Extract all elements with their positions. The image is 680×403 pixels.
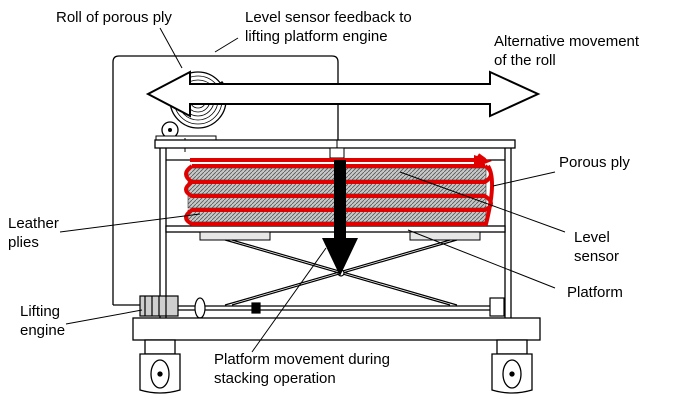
left-wheel [139,339,181,394]
label-level-sensor: Level sensor [574,229,620,265]
housing-outline [112,55,339,305]
label-lifting-engine: Lifting engine [20,303,66,339]
label-level-sensor-feedback: Level sensor feedback to lifting platfor… [245,9,412,45]
label-platform-movement: Platform movement during stacking operat… [214,351,390,387]
scissor-lift [224,239,458,306]
right-wheel [491,339,533,394]
label-porous-ply: Porous ply [559,154,630,171]
porous-ply-arrowhead [474,155,492,168]
alternative-movement-arrow [145,70,541,118]
machine-base [132,317,541,341]
label-roll-of-porous-ply: Roll of porous ply [56,9,172,26]
platform-movement-arrow [322,160,358,276]
drive-train [139,295,505,319]
label-leather-plies: Leather plies [8,215,59,251]
label-alternative-movement: Alternative movement of the roll [494,33,640,69]
label-platform: Platform [567,284,623,301]
leader-lines [59,27,566,353]
